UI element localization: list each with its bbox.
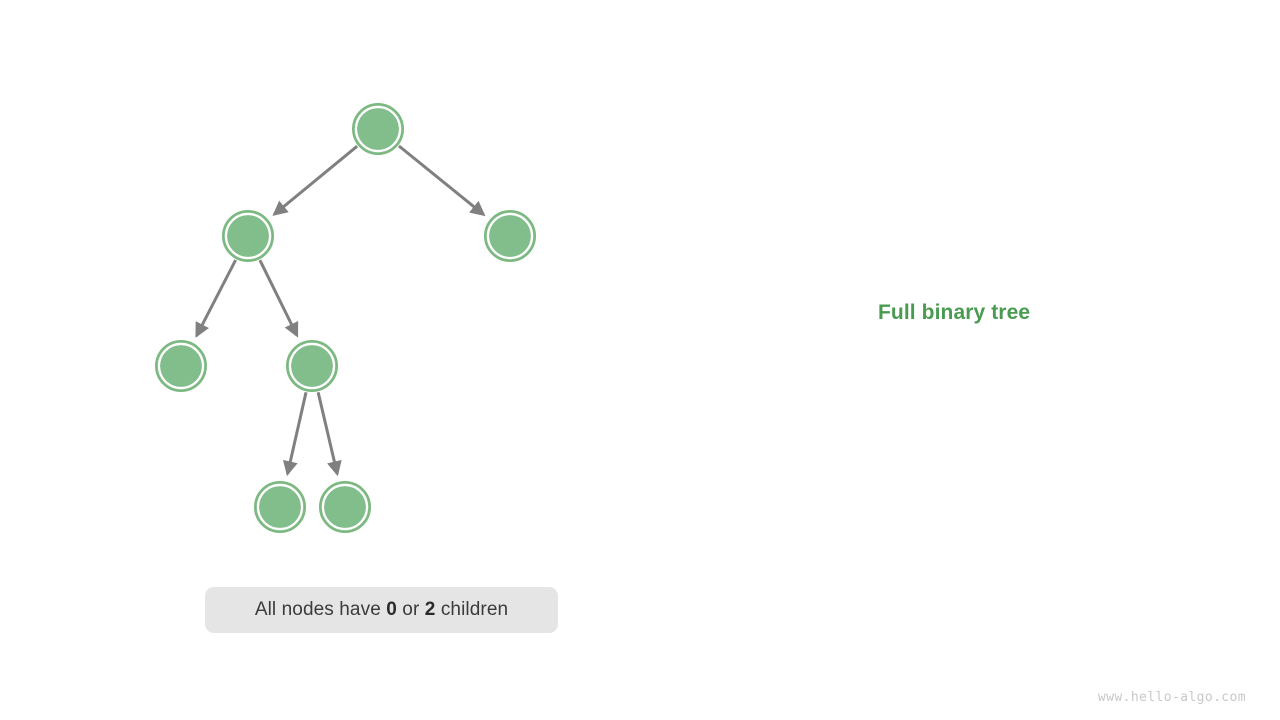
tree-node-body (160, 345, 202, 387)
tree-node-inner-ring (354, 105, 402, 153)
tree-node-body (227, 215, 269, 257)
watermark: www.hello-algo.com (1097, 690, 1246, 705)
tree-node-layer (155, 103, 536, 533)
tree-node-body (489, 215, 531, 257)
tree-edge (195, 259, 237, 338)
tree-node[interactable] (155, 340, 207, 392)
tree-node-body (291, 345, 333, 387)
caption-prefix: All nodes have (254, 599, 387, 620)
tree-node-body (259, 486, 301, 528)
tree-node[interactable] (352, 103, 404, 155)
caption-suffix: children (435, 599, 509, 620)
tree-edge (258, 259, 299, 338)
caption-value-zero: 0 (386, 599, 397, 620)
tree-edge (398, 144, 486, 217)
tree-node-inner-ring (157, 342, 205, 390)
tree-node[interactable] (254, 481, 306, 533)
tree-node[interactable] (286, 340, 338, 392)
caption-value-two: 2 (424, 599, 436, 620)
caption-badge: All nodes have 0 or 2 children (205, 587, 558, 633)
tree-node[interactable] (222, 210, 274, 262)
tree-edge (282, 391, 308, 477)
tree-node-inner-ring (224, 212, 272, 260)
tree-edge (272, 145, 359, 216)
caption-text: All nodes have 0 or 2 children (255, 599, 508, 621)
page-title: Full binary tree (878, 301, 1031, 324)
tree-node[interactable] (484, 210, 536, 262)
tree-edge-layer (195, 144, 486, 477)
tree-edge (316, 391, 342, 477)
tree-node-inner-ring (321, 483, 369, 531)
caption-middle: or (396, 599, 425, 620)
tree-node-inner-ring (486, 212, 534, 260)
tree-node-inner-ring (288, 342, 336, 390)
tree-node-body (357, 108, 399, 150)
tree-node-inner-ring (256, 483, 304, 531)
tree-node-body (324, 486, 366, 528)
tree-node[interactable] (319, 481, 371, 533)
